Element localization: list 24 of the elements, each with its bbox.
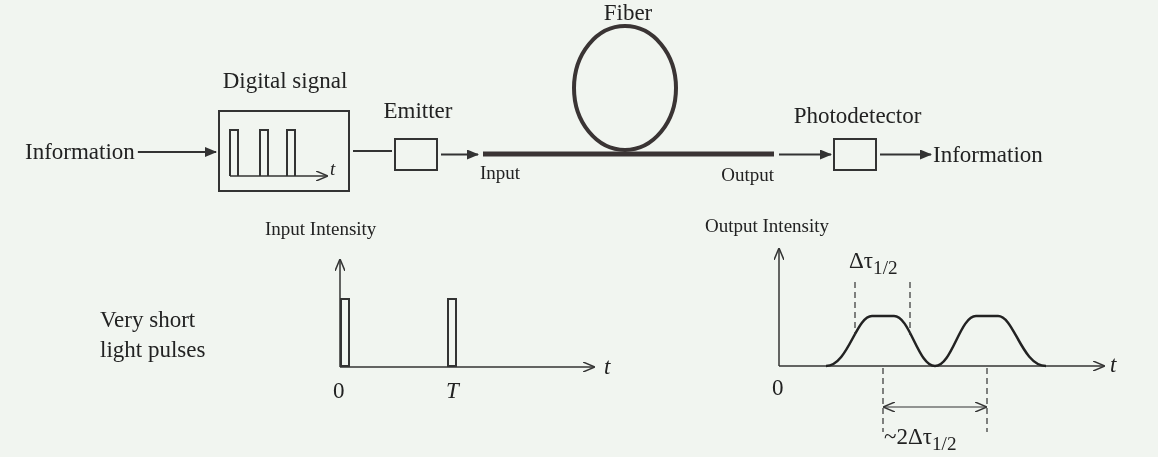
arrow bbox=[879, 149, 932, 160]
axis-label: t bbox=[330, 158, 336, 180]
arrow bbox=[440, 149, 479, 160]
box-heading: Digital signal bbox=[221, 68, 349, 94]
node-label: Fiber bbox=[602, 0, 654, 26]
arrow bbox=[778, 149, 832, 160]
node-label: Information bbox=[25, 139, 135, 165]
port-label: Input bbox=[480, 162, 521, 184]
box-heading: Photodetector bbox=[792, 103, 923, 129]
box-heading: Emitter bbox=[382, 98, 454, 124]
tick-label: T bbox=[446, 378, 459, 404]
port-label: Output bbox=[721, 164, 774, 186]
width-label: Δτ$_{1/2}$ bbox=[849, 248, 898, 280]
node-label: Information bbox=[933, 142, 1043, 168]
tick-label: 0 bbox=[772, 375, 784, 401]
arrow bbox=[136, 147, 217, 157]
connector-line bbox=[352, 150, 393, 152]
spacing-label: ~2Δτ$_{1/2}$ bbox=[884, 424, 957, 456]
side-note: Very short light pulses bbox=[100, 306, 207, 364]
axis-title: Output Intensity bbox=[705, 215, 830, 237]
axis-label: t bbox=[1110, 352, 1117, 378]
tick-label: 0 bbox=[333, 378, 345, 404]
axis-title: Input Intensity bbox=[265, 218, 377, 240]
axis-label: t bbox=[604, 354, 611, 380]
